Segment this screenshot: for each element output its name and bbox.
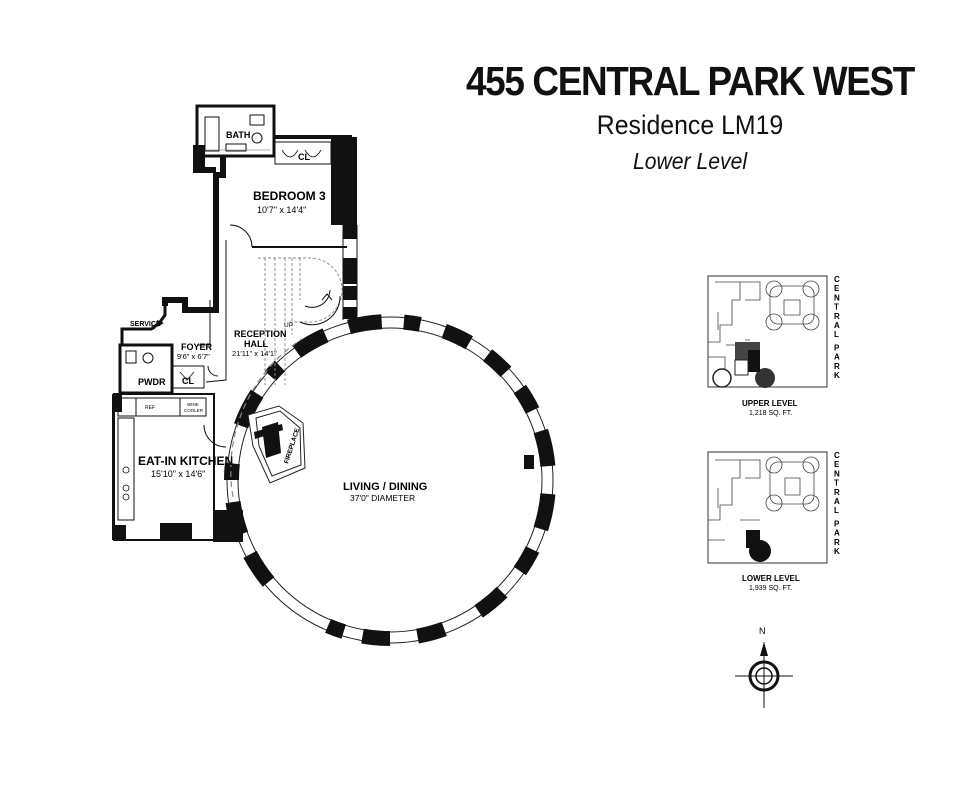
north-arrow-icon: N [735, 626, 793, 708]
wing-exterior-wall [193, 137, 357, 319]
service-label: SERVICE [130, 321, 161, 328]
foyer-dim: 9'6" x 6'7" [177, 352, 210, 361]
street-letter: K [834, 371, 840, 380]
rotunda-pier [513, 546, 540, 576]
rotunda-pier [533, 428, 556, 467]
cooler-label: COOLER [184, 408, 204, 413]
rotunda-pier [513, 384, 540, 414]
living-label: LIVING / DINING [343, 481, 427, 493]
street-letter: C [834, 451, 840, 460]
street-letter: R [834, 362, 840, 371]
bedroom-label: BEDROOM 3 [253, 189, 326, 203]
rotunda-pier [223, 462, 240, 480]
keyplan-upper: UPPER LEVEL 1,218 SQ. FT. [707, 275, 828, 417]
street-letter: A [834, 321, 840, 330]
level-label: Lower Level [632, 148, 748, 174]
pwdr-label: PWDR [138, 377, 166, 387]
street-letter: A [834, 529, 840, 538]
street-letter: L [834, 506, 839, 515]
street-letter: N [834, 293, 840, 302]
street-letter: T [834, 479, 839, 488]
bedroom-wing [162, 104, 352, 313]
rotunda-pier [325, 619, 346, 639]
street-letter: R [834, 312, 840, 321]
rotunda-pier [292, 328, 329, 358]
up-label: UP [284, 322, 293, 329]
rotunda-pier [533, 493, 556, 532]
compass-north-label: N [759, 626, 766, 636]
street-letter: P [834, 343, 840, 352]
rotunda [223, 314, 556, 647]
street-letter: E [834, 284, 840, 293]
keyplan-lower-area: 1,939 SQ. FT. [749, 585, 792, 592]
keyplan-lower: LOWER LEVEL 1,939 SQ. FT. [707, 451, 828, 592]
closet-label: CL [298, 152, 310, 162]
street-letter: E [834, 460, 840, 469]
street-letter: T [834, 303, 839, 312]
keyplan-upper-area: 1,218 SQ. FT. [749, 410, 792, 417]
rotunda-pier [483, 349, 512, 377]
rotunda-pier [361, 628, 390, 647]
pilaster [524, 455, 534, 469]
rotunda-pier [234, 389, 264, 429]
reception-label-2: HALL [244, 339, 268, 349]
kitchen-exterior-wall [112, 394, 243, 542]
rotunda-pier [347, 314, 383, 335]
reception-dim: 21'11" x 14'1" [232, 349, 277, 358]
ref-label: REF [145, 405, 155, 411]
rotunda-pier [416, 621, 447, 644]
street-letter: C [834, 275, 840, 284]
spiral-stair [258, 257, 343, 385]
kitchen-wing [113, 240, 227, 541]
building-title: 455 CENTRAL PARK WEST [465, 58, 915, 104]
street-letter: N [834, 469, 840, 478]
residence-subtitle: Residence LM19 [596, 110, 784, 140]
foyer-label: FOYER [181, 342, 213, 352]
street-letter: L [834, 330, 839, 339]
street-letter: A [834, 353, 840, 362]
service-arrow-icon [157, 320, 164, 327]
fireplace [247, 405, 306, 484]
keyplan-lower-label: LOWER LEVEL [742, 574, 800, 583]
rotunda-pier [403, 314, 422, 332]
bath-label: BATH [226, 130, 250, 140]
street-letter: R [834, 488, 840, 497]
street-letter: R [834, 538, 840, 547]
living-dim: 37'0" DIAMETER [350, 493, 415, 503]
keyplan-upper-label: UPPER LEVEL [742, 399, 798, 408]
rotunda-pier [243, 550, 275, 587]
rotunda-pier [474, 586, 508, 618]
street-letter: K [834, 547, 840, 556]
bedroom-dim: 10'7" x 14'4" [257, 205, 306, 215]
reception-label: RECEPTION [234, 329, 287, 339]
kitchen-label: EAT-IN KITCHEN [138, 454, 233, 468]
kitchen-dim: 15'10" x 14'6" [151, 469, 205, 479]
street-letter: A [834, 497, 840, 506]
wine-label: WINE [187, 402, 199, 407]
closet2-label: CL [182, 376, 194, 386]
rotunda-pier [441, 324, 473, 350]
street-letter: P [834, 519, 840, 528]
